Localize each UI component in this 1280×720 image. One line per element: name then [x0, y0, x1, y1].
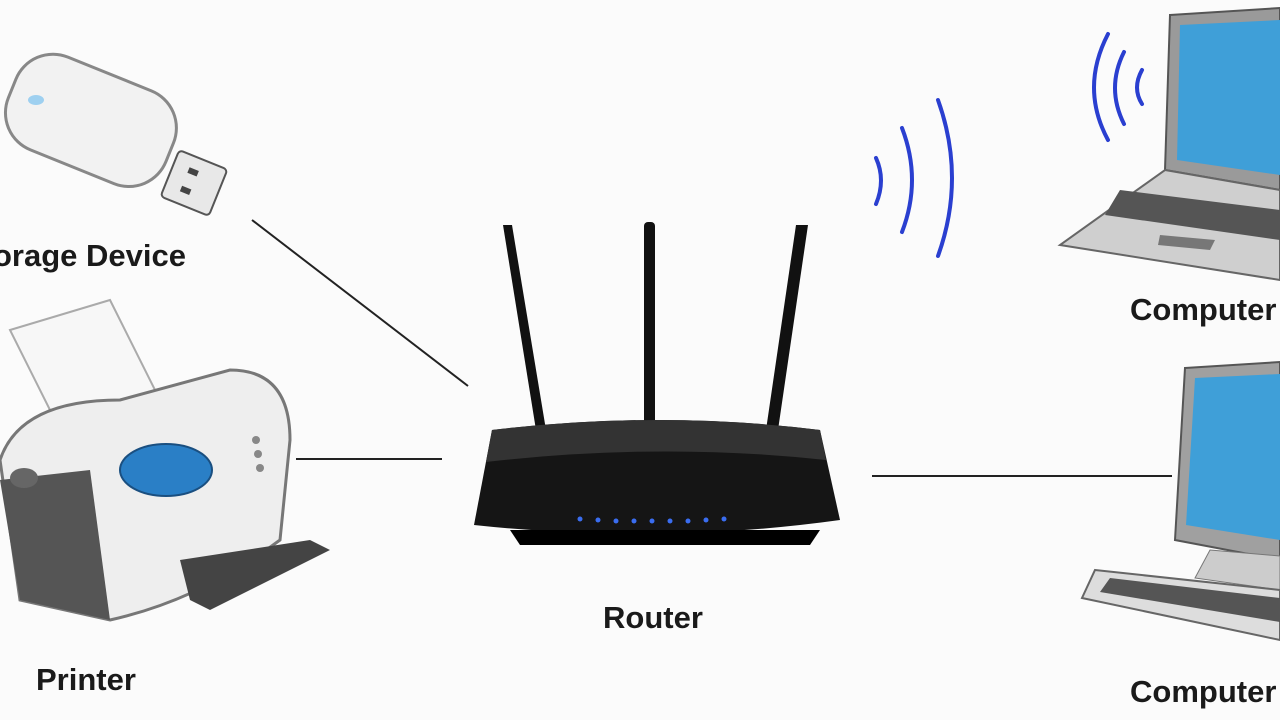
wifi-signal-icon — [1092, 32, 1144, 142]
laptop-computer-label: Computer — [1130, 292, 1277, 327]
link-storage-router — [251, 219, 469, 387]
desktop-computer-icon — [1080, 360, 1280, 642]
router-icon — [474, 222, 840, 545]
wifi-signal-icon — [874, 98, 954, 258]
storage-device-label: Storage Device — [0, 238, 186, 273]
usb-storage-icon — [3, 52, 228, 216]
printer-label: Printer — [36, 662, 136, 697]
laptop-icon — [1057, 6, 1280, 282]
desktop-computer-label: Computer — [1130, 674, 1277, 709]
router-label: Router — [603, 600, 703, 635]
printer-icon — [0, 298, 330, 622]
